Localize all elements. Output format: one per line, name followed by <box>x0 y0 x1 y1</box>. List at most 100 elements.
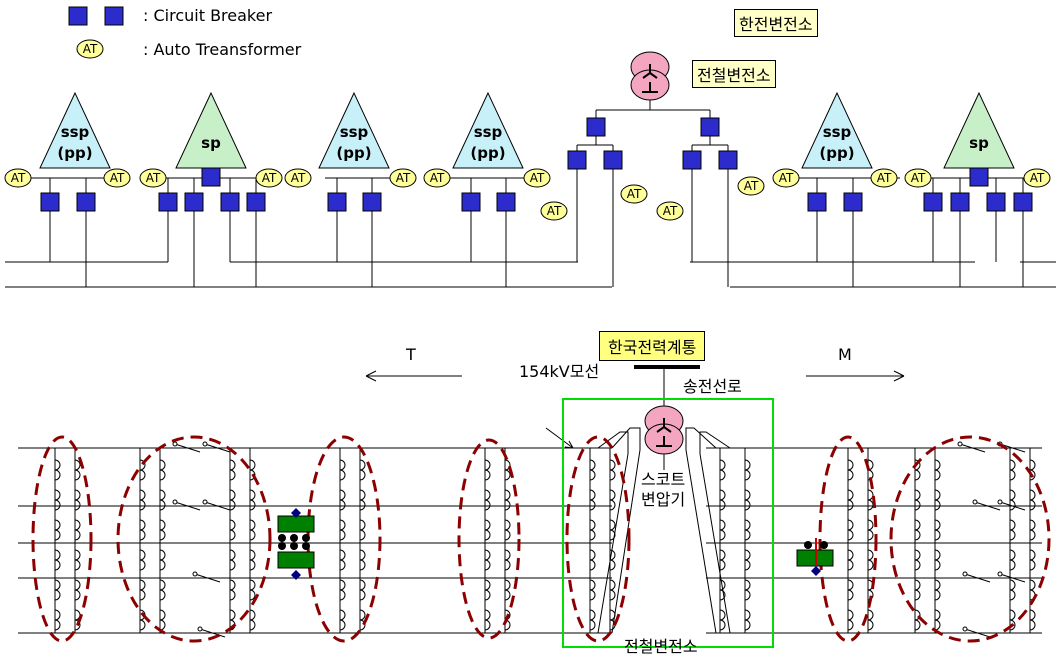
auto-transformer-label: AT <box>291 171 306 185</box>
switch-pivot-icon <box>197 626 203 632</box>
coil-icon <box>359 489 366 511</box>
coil-icon <box>139 579 146 601</box>
coil-icon <box>914 579 921 601</box>
coil-icon <box>139 489 146 511</box>
coil-icon <box>74 489 81 511</box>
coil-icon <box>934 459 941 481</box>
coil-icon <box>54 609 61 631</box>
auto-transformer-icon <box>423 168 451 188</box>
insulator-icon <box>278 542 286 550</box>
coil-icon <box>744 489 751 511</box>
circuit-breaker-icon <box>807 192 827 212</box>
sectioning-block-icon <box>277 515 315 533</box>
pointer-arrow-icon <box>545 427 574 449</box>
coil-icon <box>139 609 146 631</box>
switch-icon <box>959 443 986 453</box>
circuit-breaker-icon <box>461 192 481 212</box>
switch-icon <box>204 443 231 453</box>
switch-pivot-icon <box>962 626 968 632</box>
auto-transformer-icon <box>656 201 684 221</box>
coil-icon <box>359 519 366 541</box>
left-winding-leg <box>611 427 641 634</box>
coil-icon <box>847 549 854 571</box>
legend-breaker-label: : Circuit Breaker <box>143 6 273 25</box>
coil-icon <box>847 579 854 601</box>
coil-icon <box>74 579 81 601</box>
coil-icon <box>249 519 256 541</box>
coil-icon <box>159 489 166 511</box>
coil-icon <box>934 519 941 541</box>
coil-icon <box>1009 609 1016 631</box>
switch-pivot-icon <box>192 571 198 577</box>
circuit-breaker-icon <box>567 150 587 170</box>
scott-transformer-icon-symbol <box>656 418 672 447</box>
ssp-label: ssp <box>340 123 369 141</box>
coil-icon <box>359 549 366 571</box>
coil-icon <box>609 459 616 481</box>
coil-icon <box>484 519 491 541</box>
switch-icon <box>174 443 201 453</box>
coil-icon <box>744 609 751 631</box>
coil-icon <box>339 489 346 511</box>
coil-icon <box>934 489 941 511</box>
coil-icon <box>504 549 511 571</box>
coil-icon <box>744 459 751 481</box>
coil-icon <box>54 489 61 511</box>
switch-icon <box>174 501 201 511</box>
right-winding-leg <box>699 431 731 634</box>
coil-icon <box>744 549 751 571</box>
circuit-breaker-icon <box>104 6 124 26</box>
circuit-breaker-icon <box>327 192 347 212</box>
circuit-breaker-icon <box>700 117 720 137</box>
auto-transformer-label: AT <box>744 179 759 193</box>
auto-transformer-icon <box>103 168 131 188</box>
auto-transformer-label: AT <box>663 204 678 218</box>
sp-label: sp <box>969 134 989 152</box>
coil-icon <box>54 579 61 601</box>
circuit-breaker-icon <box>969 167 989 187</box>
circuit-breaker-icon <box>220 192 240 212</box>
coil-icon <box>54 519 61 541</box>
coil-icon <box>589 609 596 631</box>
ssp-label: ssp <box>474 123 503 141</box>
coil-icon <box>504 489 511 511</box>
legend-at-label: : Auto Treansformer <box>143 40 302 59</box>
auto-transformer-label: AT <box>146 171 161 185</box>
coil-icon <box>359 579 366 601</box>
coil-icon <box>847 459 854 481</box>
circuit-breaker-icon <box>201 167 221 187</box>
switch-icon <box>964 573 991 583</box>
switch-icon <box>194 573 221 583</box>
switch-pivot-icon <box>202 441 208 447</box>
circuit-breaker-icon <box>950 192 970 212</box>
auto-transformer-label: AT <box>110 171 125 185</box>
coil-icon <box>359 459 366 481</box>
coil-icon <box>484 579 491 601</box>
coil-icon <box>589 459 596 481</box>
auto-transformer-icon <box>620 184 648 204</box>
switch-icon <box>999 501 1026 511</box>
coil-icon <box>159 519 166 541</box>
coil-icon <box>867 489 874 511</box>
coil-icon <box>1029 519 1036 541</box>
circuit-breaker-icon <box>362 192 382 212</box>
substation-label: 전철변전소 <box>624 637 698 656</box>
section-group-outline <box>31 435 93 643</box>
coil-icon <box>484 489 491 511</box>
ssp-post-icon <box>39 91 111 169</box>
left-winding-leg <box>597 431 629 634</box>
coil-icon <box>914 519 921 541</box>
coil-icon <box>1029 549 1036 571</box>
sp-post-icon <box>175 91 247 169</box>
coil-icon <box>339 549 346 571</box>
grid-label: 한국전력계통 <box>599 331 706 361</box>
coil-icon <box>339 459 346 481</box>
coil-icon <box>1009 549 1016 571</box>
auto-transformer-label: AT <box>779 171 794 185</box>
section-group-outline <box>889 435 1051 643</box>
coil-icon <box>74 459 81 481</box>
coil-icon <box>914 609 921 631</box>
insulator-icon <box>302 534 310 542</box>
